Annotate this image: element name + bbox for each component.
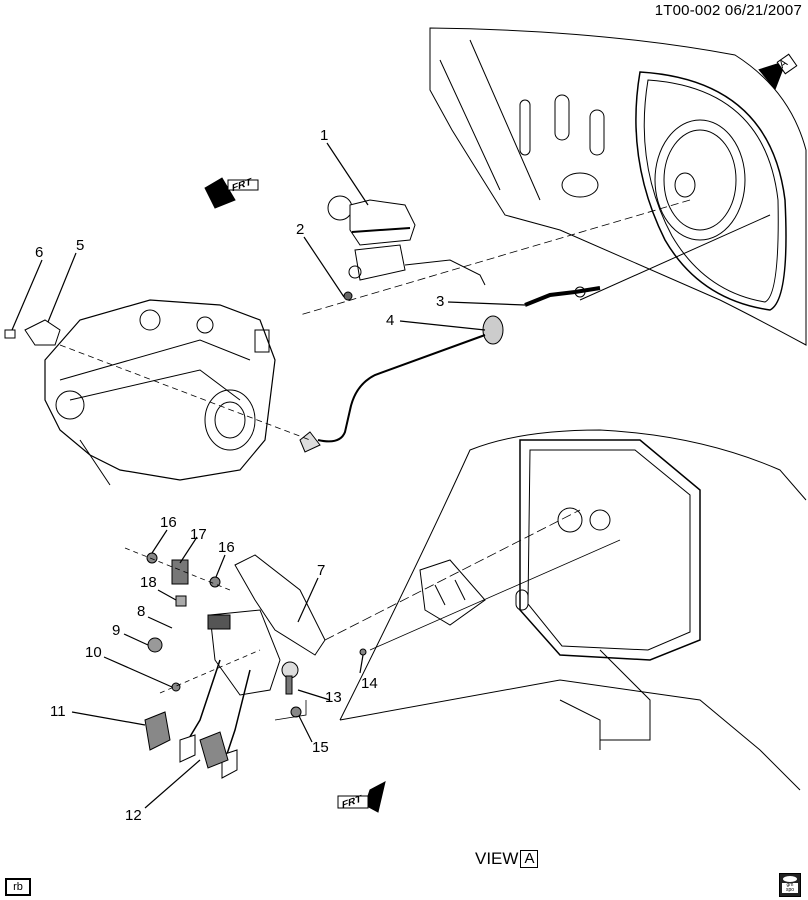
logo-oval-icon: [783, 876, 797, 882]
callout-16b[interactable]: 16: [218, 539, 235, 556]
callout-13[interactable]: 13: [325, 689, 342, 706]
view-a-arrow: [758, 53, 798, 90]
clutch-actuator-cylinder: [524, 286, 601, 307]
front-direction-arrow-upper: [204, 177, 259, 209]
callout-15[interactable]: 15: [312, 739, 329, 756]
pedal-assembly: [124, 547, 367, 779]
diagram-id: 1T00-002: [654, 2, 721, 19]
firewall-lower: [324, 429, 807, 791]
callout-17[interactable]: 17: [190, 526, 207, 543]
front-direction-arrow-lower: [337, 781, 386, 813]
callout-8[interactable]: 8: [137, 603, 146, 620]
leader-lines: [11, 142, 526, 809]
callout-1[interactable]: 1: [320, 127, 329, 144]
callout-9[interactable]: 9: [112, 622, 121, 639]
callout-14[interactable]: 14: [361, 675, 378, 692]
rb-tag: rb: [5, 878, 31, 896]
callout-6[interactable]: 6: [35, 244, 44, 261]
callout-16a[interactable]: 16: [160, 514, 177, 531]
callout-2[interactable]: 2: [296, 221, 305, 238]
callout-7[interactable]: 7: [317, 562, 326, 579]
callout-4[interactable]: 4: [386, 312, 395, 329]
callout-5[interactable]: 5: [76, 237, 85, 254]
diagram-header: 1T00-002 06/21/2007: [655, 2, 802, 19]
view-text: VIEW: [475, 849, 519, 868]
transmission: [4, 299, 311, 486]
master-cylinder: [327, 195, 486, 301]
hydraulic-line: [299, 315, 504, 453]
gm-spo-logo: gm spo: [779, 873, 801, 897]
callout-11[interactable]: 11: [50, 703, 66, 720]
callout-18[interactable]: 18: [140, 574, 157, 591]
callout-10[interactable]: 10: [85, 644, 102, 661]
diagram-date: 06/21/2007: [724, 2, 802, 19]
callout-12[interactable]: 12: [125, 807, 142, 824]
firewall-upper: [299, 27, 807, 346]
view-ref-box: A: [520, 850, 539, 868]
callout-3[interactable]: 3: [436, 293, 445, 310]
logo-text: gm spo: [782, 883, 798, 893]
view-a-label: VIEW A: [475, 849, 539, 869]
